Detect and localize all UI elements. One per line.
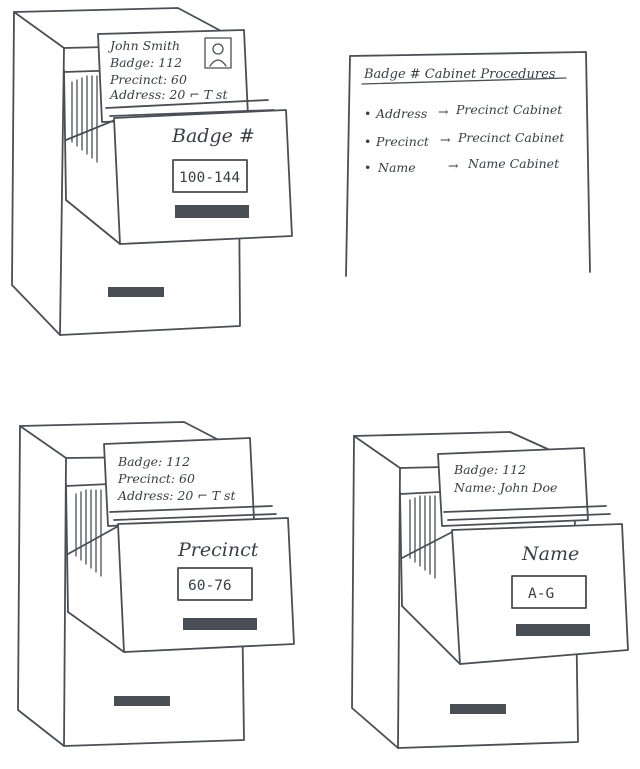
folder-stack — [409, 495, 436, 579]
note-title: Badge # Cabinet Procedures — [363, 67, 556, 82]
svg-text:•: • — [364, 106, 371, 121]
procedures-note: Badge # Cabinet Procedures • Address → P… — [345, 51, 591, 277]
open-drawer: Badge # 100-144 — [65, 109, 293, 245]
card-line: Precinct: 60 — [109, 72, 187, 87]
card-line: Name: John Doe — [453, 480, 557, 495]
svg-text:Precinct: Precinct — [375, 134, 430, 149]
range-label: A-G — [528, 586, 554, 602]
procedure-item: • Name → Name Cabinet — [364, 156, 560, 175]
badge-cabinet: John Smith Badge: 112 Precinct: 60 Addre… — [11, 7, 293, 336]
drawer-handle — [108, 287, 164, 297]
card-line: Address: 20 ⌐ T st — [109, 87, 228, 102]
photo-icon — [204, 37, 232, 69]
drawer-label: Precinct — [177, 539, 259, 561]
svg-text:Precinct Cabinet: Precinct Cabinet — [457, 130, 565, 145]
drawer-dividers — [443, 505, 611, 521]
precinct-cabinet: Badge: 112 Precinct: 60 Address: 20 ⌐ T … — [17, 421, 295, 747]
open-drawer: Precinct 60-76 — [67, 517, 295, 653]
drawer-handle — [114, 696, 170, 706]
card-line: John Smith — [107, 38, 180, 53]
range-label: 60-76 — [188, 578, 232, 594]
svg-text:→: → — [440, 132, 451, 147]
range-label: 100-144 — [179, 170, 240, 186]
closed-drawer — [114, 696, 170, 706]
svg-text:→: → — [438, 104, 449, 119]
drawer-handle — [450, 704, 506, 714]
name-cabinet: Badge: 112 Name: John Doe Name A-G — [351, 431, 629, 749]
svg-text:Address: Address — [375, 106, 427, 121]
card-line: Badge: 112 — [453, 462, 526, 477]
procedure-item: • Precinct → Precinct Cabinet — [364, 130, 565, 149]
card-line: Badge: 112 — [109, 55, 182, 70]
closed-drawer — [108, 287, 164, 297]
open-drawer: Name A-G — [401, 523, 629, 665]
svg-text:Precinct Cabinet: Precinct Cabinet — [455, 102, 563, 117]
svg-text:Name: Name — [377, 160, 416, 175]
folder-stack — [75, 489, 102, 577]
folder-stack — [71, 75, 98, 163]
procedure-item: • Address → Precinct Cabinet — [364, 102, 563, 121]
drawer-label: Badge # — [171, 125, 255, 147]
drawer-label: Name — [521, 543, 579, 565]
svg-text:•: • — [364, 134, 371, 149]
index-card: Badge: 112 Precinct: 60 Address: 20 ⌐ T … — [103, 437, 255, 527]
card-line: Badge: 112 — [117, 454, 190, 469]
svg-text:→: → — [448, 158, 459, 173]
drawer-handle — [175, 205, 249, 218]
card-line: Precinct: 60 — [117, 471, 195, 486]
drawer-handle — [183, 618, 257, 630]
title-underline — [361, 77, 567, 85]
drawer-handle — [516, 624, 590, 636]
index-card: Badge: 112 Name: John Doe — [437, 447, 589, 527]
svg-text:•: • — [364, 160, 371, 175]
svg-text:Name Cabinet: Name Cabinet — [467, 156, 560, 171]
closed-drawer — [450, 704, 506, 714]
drawer-dividers — [109, 505, 277, 521]
index-card: John Smith Badge: 112 Precinct: 60 Addre… — [97, 29, 249, 123]
card-line: Address: 20 ⌐ T st — [117, 488, 236, 503]
